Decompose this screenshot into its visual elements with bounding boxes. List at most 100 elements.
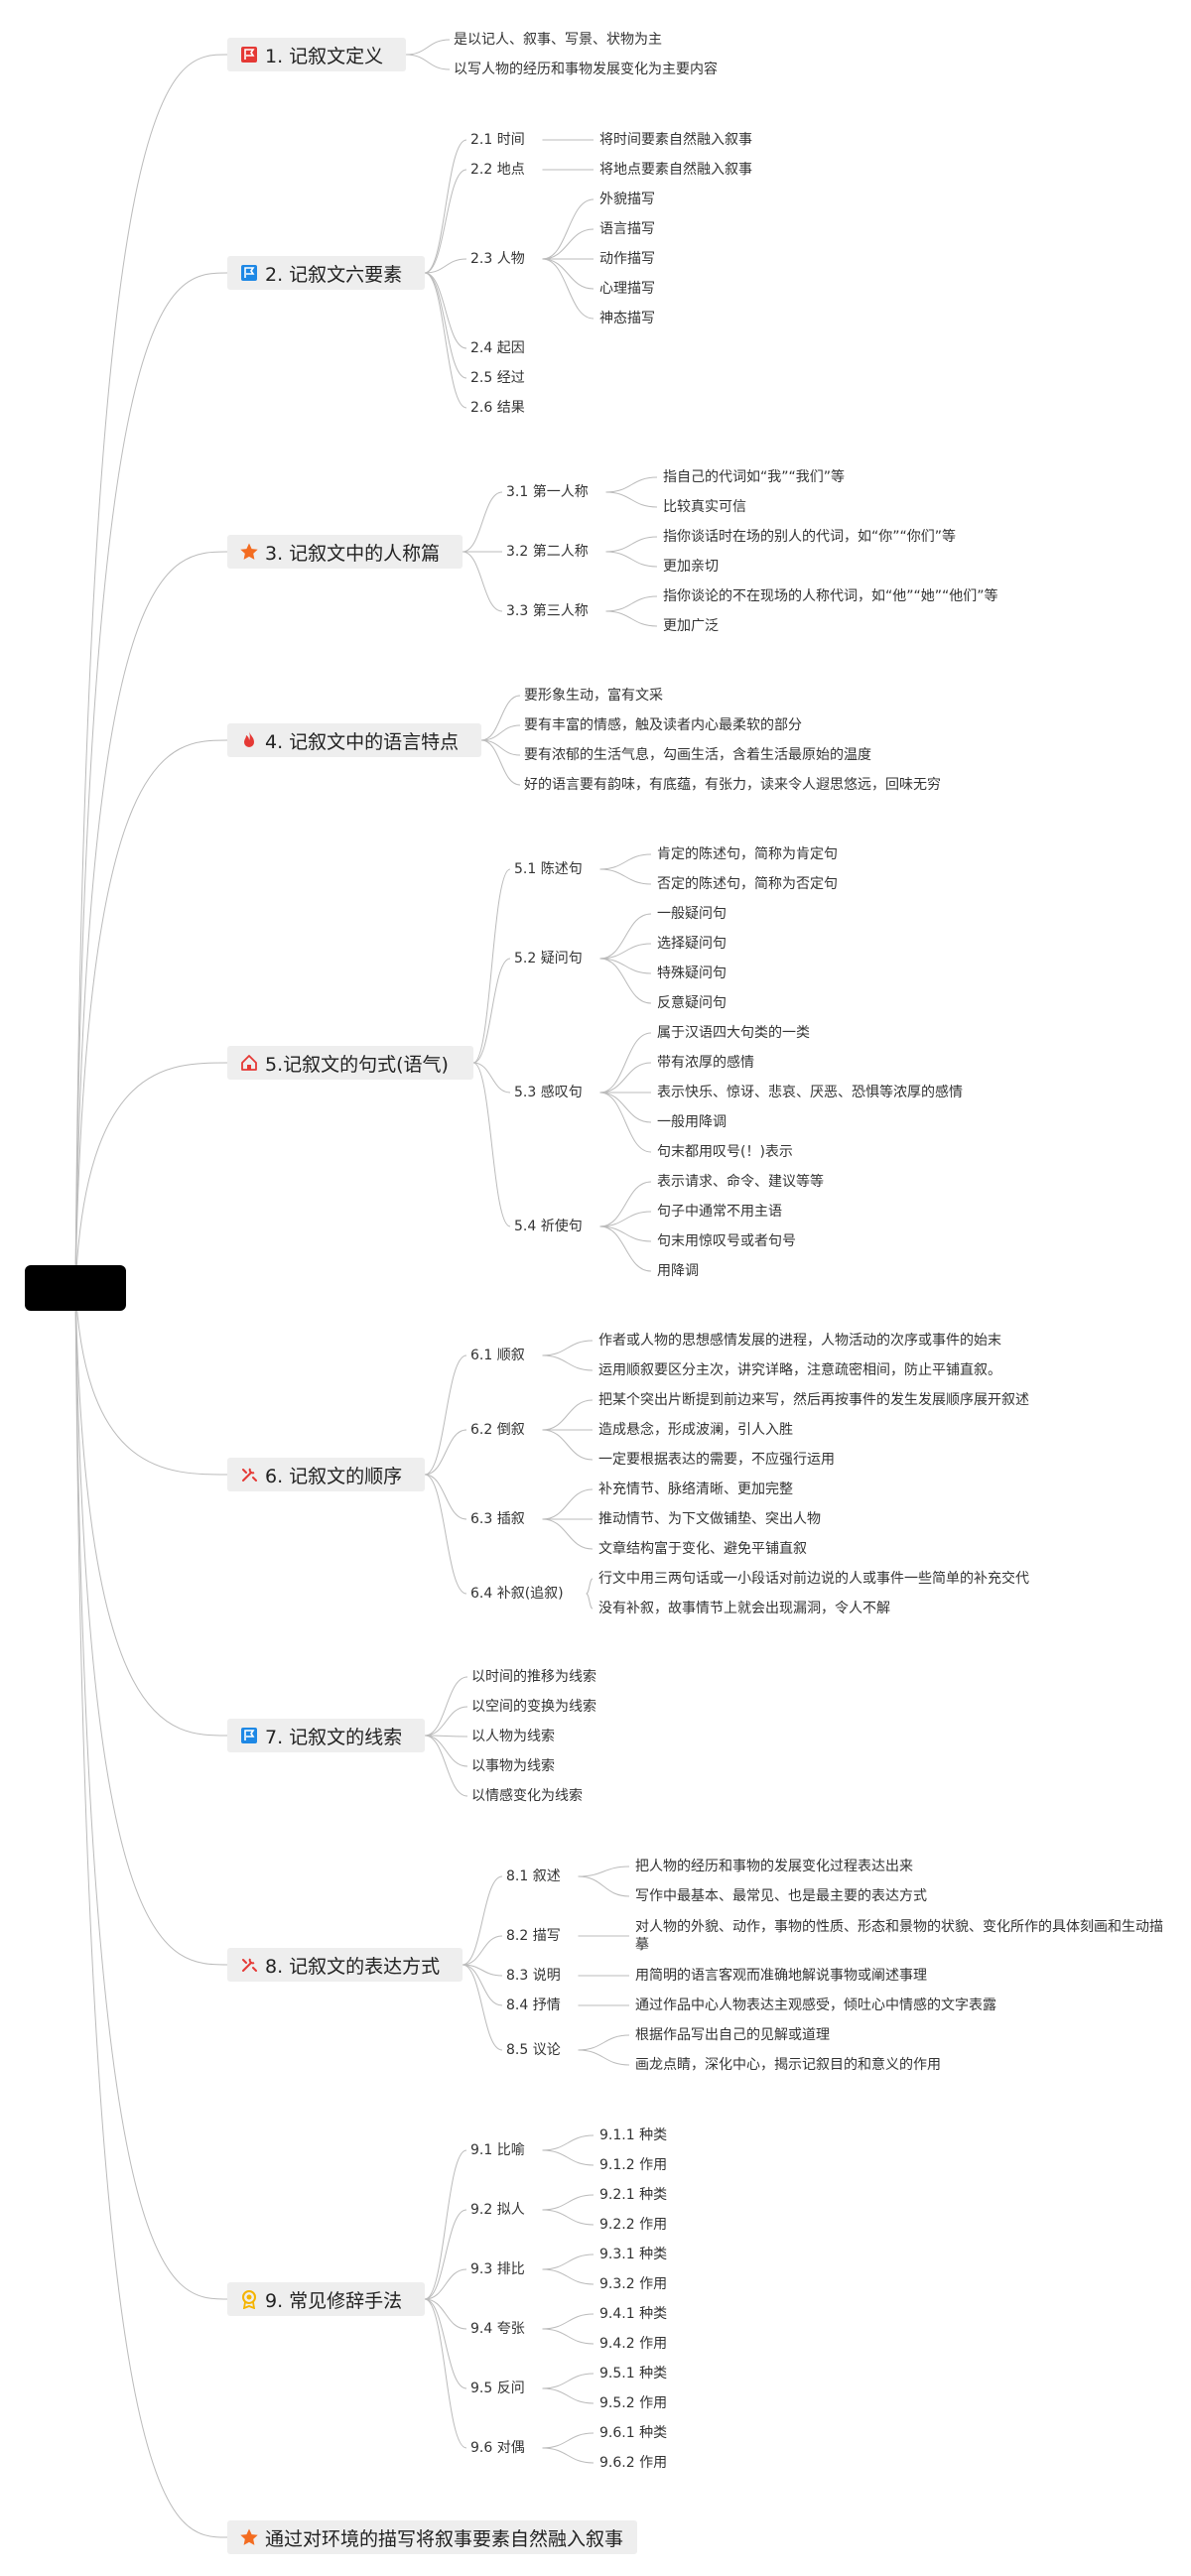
leaf-node[interactable]: 语言描写 (599, 221, 655, 237)
branch-node[interactable]: 2.6 结果 (470, 400, 525, 416)
leaf-node[interactable]: 推动情节、为下文做铺垫、突出人物 (598, 1511, 821, 1527)
leaf-node[interactable]: 动作描写 (599, 251, 655, 267)
leaf-node[interactable]: 文章结构富于变化、避免平铺直叙 (598, 1541, 807, 1557)
branch-node[interactable]: 3.2 第二人称 (506, 544, 589, 560)
branch-node[interactable]: 要有浓郁的生活气息，勾画生活，含着生活最原始的温度 (524, 747, 871, 763)
leaf-node[interactable]: 没有补叙，故事情节上就会出现漏洞，令人不解 (598, 1601, 890, 1616)
leaf-node[interactable]: 属于汉语四大句类的一类 (657, 1025, 810, 1041)
branch-node[interactable]: 5.3 感叹句 (514, 1085, 583, 1100)
branch-node[interactable]: 6.2 倒叙 (470, 1422, 525, 1438)
leaf-node[interactable]: 指你谈论的不在现场的人称代词，如“他”“她”“他们”等 (663, 588, 998, 604)
leaf-node[interactable]: 9.2.1 种类 (599, 2187, 668, 2203)
branch-node[interactable]: 以人物为线索 (471, 1729, 555, 1744)
topic-t1[interactable]: 1. 记叙文定义 (227, 38, 406, 71)
branch-node[interactable]: 6.1 顺叙 (470, 1348, 525, 1363)
leaf-node[interactable]: 9.5.1 种类 (599, 2366, 668, 2382)
branch-node[interactable]: 要形象生动，富有文采 (524, 688, 663, 704)
leaf-node[interactable]: 否定的陈述句，简称为否定句 (657, 876, 838, 892)
branch-node[interactable]: 5.1 陈述句 (514, 861, 583, 877)
leaf-node[interactable]: 一般疑问句 (657, 906, 727, 922)
topic-t10[interactable]: 通过对环境的描写将叙事要素自然融入叙事 (227, 2520, 637, 2554)
branch-node[interactable]: 9.5 反问 (470, 2381, 525, 2396)
branch-node[interactable]: 8.2 描写 (506, 1928, 561, 1944)
branch-node[interactable]: 5.2 疑问句 (514, 951, 583, 966)
branch-node[interactable]: 2.2 地点 (470, 162, 525, 178)
topic-t6[interactable]: 6. 记叙文的顺序 (227, 1458, 425, 1491)
topic-t4[interactable]: 4. 记叙文中的语言特点 (227, 723, 481, 757)
leaf-node[interactable]: 行文中用三两句话或一小段话对前边说的人或事件一些简单的补充交代 (598, 1571, 1029, 1587)
leaf-node[interactable]: 把人物的经历和事物的发展变化过程表达出来 (635, 1859, 913, 1874)
leaf-node[interactable]: 一般用降调 (657, 1114, 727, 1130)
branch-node[interactable]: 好的语言要有韵味，有底蕴，有张力，读来令人遐思悠远，回味无穷 (524, 777, 941, 793)
leaf-node[interactable]: 对人物的外貌、动作，事物的性质、形态和景物的状貌、变化所作的具体刻画和生动描摹 (635, 1919, 1163, 1953)
leaf-node[interactable]: 9.3.2 作用 (599, 2276, 668, 2292)
topic-t9[interactable]: 9. 常见修辞手法 (227, 2282, 425, 2316)
branch-node[interactable]: 以空间的变换为线索 (471, 1699, 596, 1715)
branch-node[interactable]: 5.4 祈使句 (514, 1219, 583, 1234)
leaf-node[interactable]: 用简明的语言客观而准确地解说事物或阐述事理 (635, 1968, 927, 1984)
leaf-node[interactable]: 9.6.1 种类 (599, 2425, 668, 2441)
leaf-node[interactable]: 造成悬念，形成波澜，引人入胜 (598, 1422, 793, 1438)
leaf-node[interactable]: 反意疑问句 (657, 995, 727, 1011)
branch-node[interactable]: 以情感变化为线索 (471, 1788, 583, 1804)
leaf-node[interactable]: 用降调 (657, 1263, 699, 1279)
branch-node[interactable]: 2.1 时间 (470, 132, 525, 148)
leaf-node[interactable]: 句子中通常不用主语 (657, 1204, 782, 1220)
leaf-node[interactable]: 表示快乐、惊讶、悲哀、厌恶、恐惧等浓厚的感情 (657, 1085, 963, 1100)
branch-node[interactable]: 以写人物的经历和事物发展变化为主要内容 (454, 62, 718, 77)
leaf-node[interactable]: 9.3.1 种类 (599, 2247, 668, 2262)
leaf-node[interactable]: 更加广泛 (663, 618, 719, 634)
leaf-node[interactable]: 表示请求、命令、建议等等 (657, 1174, 824, 1190)
leaf-node[interactable]: 句末用惊叹号或者句号 (657, 1233, 796, 1249)
branch-node[interactable]: 8.3 说明 (506, 1968, 561, 1984)
leaf-node[interactable]: 画龙点睛，深化中心，揭示记叙目的和意义的作用 (635, 2057, 941, 2073)
branch-node[interactable]: 2.5 经过 (470, 370, 525, 386)
branch-node[interactable]: 6.4 补叙(追叙) (470, 1586, 564, 1602)
leaf-node[interactable]: 9.5.2 作用 (599, 2395, 668, 2411)
leaf-node[interactable]: 指自己的代词如“我”“我们”等 (663, 469, 846, 485)
branch-node[interactable]: 9.1 比喻 (470, 2142, 525, 2158)
branch-node[interactable]: 要有丰富的情感，触及读者内心最柔软的部分 (524, 717, 802, 733)
leaf-node[interactable]: 指你谈话时在场的别人的代词，如“你”“你们”等 (663, 529, 957, 545)
leaf-node[interactable]: 写作中最基本、最常见、也是最主要的表达方式 (635, 1888, 927, 1904)
leaf-node[interactable]: 心理描写 (599, 281, 655, 297)
branch-node[interactable]: 是以记人、叙事、写景、状物为主 (454, 32, 662, 48)
branch-node[interactable]: 6.3 插叙 (470, 1511, 525, 1527)
leaf-node[interactable]: 把某个突出片断提到前边来写，然后再按事件的发生发展顺序展开叙述 (598, 1392, 1029, 1408)
leaf-node[interactable]: 作者或人物的思想感情发展的进程，人物活动的次序或事件的始末 (598, 1333, 1001, 1349)
branch-node[interactable]: 8.1 叙述 (506, 1868, 561, 1884)
branch-node[interactable]: 2.4 起因 (470, 340, 525, 356)
branch-node[interactable]: 以事物为线索 (471, 1758, 555, 1774)
leaf-node[interactable]: 句末都用叹号(！)表示 (657, 1144, 793, 1160)
branch-node[interactable]: 9.6 对偶 (470, 2440, 525, 2456)
topic-t2[interactable]: 2. 记叙文六要素 (227, 256, 425, 290)
root-node[interactable] (25, 1265, 126, 1311)
leaf-node[interactable]: 根据作品写出自己的见解或道理 (635, 2027, 830, 2043)
branch-node[interactable]: 8.4 抒情 (506, 1997, 561, 2013)
leaf-node[interactable]: 将时间要素自然融入叙事 (599, 132, 752, 148)
leaf-node[interactable]: 比较真实可信 (663, 499, 746, 515)
branch-node[interactable]: 9.2 拟人 (470, 2202, 525, 2218)
branch-node[interactable]: 2.3 人物 (470, 251, 525, 267)
topic-t5[interactable]: 5.记叙文的句式(语气) (227, 1046, 473, 1080)
leaf-node[interactable]: 将地点要素自然融入叙事 (599, 162, 752, 178)
leaf-node[interactable]: 9.4.1 种类 (599, 2306, 668, 2322)
leaf-node[interactable]: 9.1.1 种类 (599, 2127, 668, 2143)
branch-node[interactable]: 以时间的推移为线索 (471, 1669, 596, 1685)
leaf-node[interactable]: 特殊疑问句 (657, 966, 727, 981)
leaf-node[interactable]: 选择疑问句 (657, 936, 727, 952)
leaf-node[interactable]: 9.1.2 作用 (599, 2157, 668, 2173)
branch-node[interactable]: 3.1 第一人称 (506, 484, 589, 500)
leaf-node[interactable]: 更加亲切 (663, 559, 719, 575)
branch-node[interactable]: 9.3 排比 (470, 2261, 525, 2277)
leaf-node[interactable]: 9.2.2 作用 (599, 2217, 668, 2233)
leaf-node[interactable]: 带有浓厚的感情 (657, 1055, 754, 1071)
topic-t7[interactable]: 7. 记叙文的线索 (227, 1719, 425, 1752)
leaf-node[interactable]: 9.4.2 作用 (599, 2336, 668, 2352)
branch-node[interactable]: 9.4 夸张 (470, 2321, 525, 2337)
leaf-node[interactable]: 9.6.2 作用 (599, 2455, 668, 2471)
topic-t3[interactable]: 3. 记叙文中的人称篇 (227, 535, 463, 569)
leaf-node[interactable]: 运用顺叙要区分主次，讲究详略，注意疏密相间，防止平铺直叙。 (598, 1362, 1001, 1378)
branch-node[interactable]: 3.3 第三人称 (506, 603, 589, 619)
leaf-node[interactable]: 神态描写 (599, 311, 655, 326)
